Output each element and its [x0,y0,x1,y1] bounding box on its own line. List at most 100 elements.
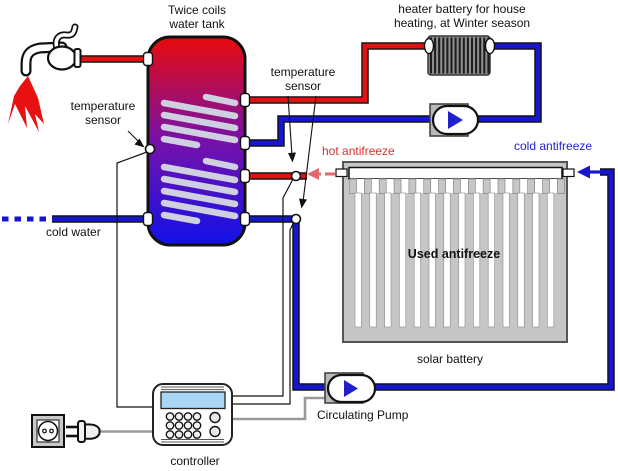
solar-tube-slot [413,192,421,328]
faucet-icon [20,23,82,77]
controller-key [174,430,184,439]
solar-tube-slot [458,192,466,328]
heater-battery-label: heater battery for house heating, at Win… [393,2,531,30]
temperature-sensor-label-left: temperature sensor [70,99,136,127]
solar-tube-slot [428,192,436,328]
solar-outlet-stub [335,168,348,178]
controller-key [165,421,175,430]
solar-tube-neck [557,178,565,194]
controller-label: controller [170,454,220,468]
circulating-pump-icon [324,372,377,404]
heater-battery-icon [423,35,496,76]
heater-supply-pipe [249,42,427,104]
coil-stripe [160,211,201,225]
temperature-sensor-label-center: temperature sensor [270,65,336,93]
temperature-sensor-dot-hot [290,170,302,182]
hot-antifreeze-flow-arrow [307,168,335,180]
cold-water-label: cold water [46,225,101,239]
solar-tube-neck [393,178,402,194]
solar-tube-slot [354,192,362,328]
controller-key [192,430,202,439]
solar-tube-neck [408,178,417,194]
solar-tube-slot [502,192,510,328]
cold-antifreeze-label: cold antifreeze [514,139,593,153]
controller-button-large [209,425,221,438]
water-tank-label: Twice coils water tank [167,3,227,31]
coil-stripe [160,111,239,132]
controller-key [192,412,202,421]
label-pointer-arrows [127,95,317,209]
solar-tube-neck [512,178,521,194]
solar-battery-label: solar battery [416,352,484,366]
coil-stripe [160,175,239,196]
solar-tube-neck [423,178,432,194]
heater-return-pipe [249,42,542,147]
solar-tube-neck [453,178,461,194]
sensor-wire-hot [233,178,294,397]
used-antifreeze-label: Used antifreeze [407,247,501,261]
solar-tube-slots [354,192,555,328]
controller-key [192,421,202,430]
water-tank [142,35,251,247]
controller-key [183,421,193,430]
solar-tube-neck [349,178,357,194]
solar-tube-neck [482,178,491,194]
solar-tube-slot [532,192,540,328]
solar-tube-slot [547,192,555,328]
coil-stripe [160,123,239,144]
heater-battery-ribs [429,37,490,74]
controller-keypad [165,412,202,439]
heater-pump-icon [429,103,480,137]
tank-coil-upper [160,93,239,149]
coil-stripe [160,187,239,208]
solar-tube-neck [497,178,506,194]
solar-tube-neck [542,178,550,194]
tank-ports [142,51,251,227]
sensor-wire-cold [233,221,295,405]
solar-tube-neck [527,178,536,194]
temperature-sensor-dot-cold [290,213,302,225]
controller-screen [160,391,226,410]
controller-key [174,412,184,421]
coil-stripe [160,199,239,220]
tank-coil-lower [160,157,239,225]
sensor-wire-tank [116,151,153,408]
controller-button-large [209,411,221,424]
solar-tube-slot [443,192,451,328]
solar-tube-slot [517,192,525,328]
hot-antifreeze-label: hot antifreeze [322,144,395,158]
solar-tube-neck [378,178,387,194]
coil-stripe [160,163,239,184]
controller-icon [152,383,233,446]
solar-tube-neck [364,178,372,194]
antifreeze-loop-pipe [249,168,615,391]
solar-tube-slot [487,192,495,328]
solar-inlet-stub [562,168,575,178]
solar-manifold [348,166,563,180]
power-outlet-icon [31,414,65,448]
controller-key [183,412,193,421]
coil-stripe [202,157,239,171]
circulating-pump-label: Circulating Pump [317,408,409,422]
solar-tube-neck [467,178,476,194]
power-plug-icon [66,420,101,443]
controller-key [183,430,193,439]
solar-tube-slot [369,192,377,328]
flame-icon [8,76,44,132]
coil-stripe [160,135,201,149]
pump-power-wire [233,396,327,421]
coil-stripe [202,93,239,107]
solar-tube-slot [473,192,481,328]
cold-antifreeze-flow-arrow [577,165,601,179]
solar-tube-slot [384,192,392,328]
solar-tube-slot [399,192,407,328]
solar-tube-neck [438,178,446,194]
controller-key [165,412,175,421]
controller-key [174,421,184,430]
solar-battery-icon [335,161,575,343]
coil-stripe [160,99,239,120]
controller-key [165,430,175,439]
solar-tube-necks [349,178,565,194]
